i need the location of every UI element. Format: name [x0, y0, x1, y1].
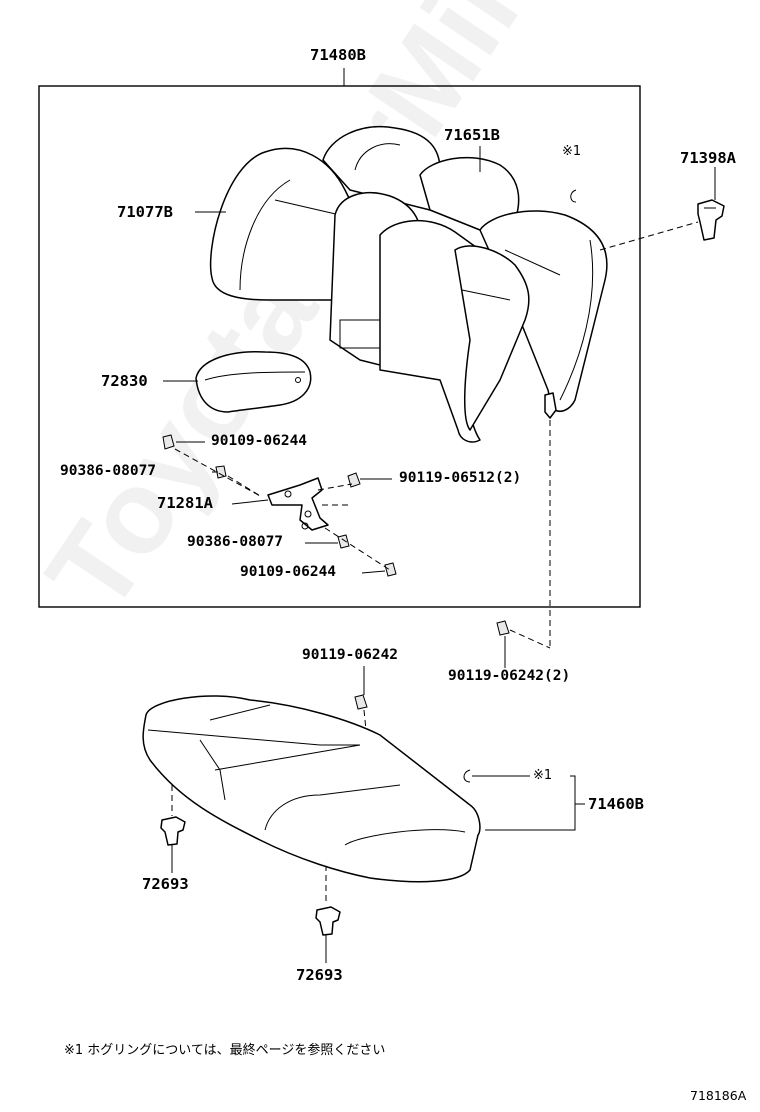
label-nut-b: 90386-08077: [187, 534, 284, 550]
clip-72693-bottom-drawing: [315, 906, 341, 936]
clip-71398A-drawing: [697, 199, 725, 241]
label-note-mark-bottom: ※1: [533, 768, 553, 783]
label-bolt-a: 90109-06244: [211, 433, 308, 449]
label-cushion: 71460B: [588, 795, 644, 813]
assembly-frame: [38, 85, 641, 608]
label-bolt-c: 90109-06244: [240, 564, 337, 580]
hog-ring-top: [570, 189, 577, 203]
label-clip-71398A: 71398A: [680, 149, 736, 167]
label-assembly-back: 71480B: [310, 46, 366, 64]
clip-72693-left-drawing: [160, 816, 186, 846]
hog-ring-bottom: [463, 769, 471, 783]
label-cover-back-left: 71077B: [117, 203, 173, 221]
label-note-mark-top: ※1: [562, 144, 582, 159]
label-clip-72693-bottom: 72693: [296, 966, 343, 984]
label-cover-back-center: 71651B: [444, 126, 500, 144]
hinge-drawing: [267, 477, 329, 531]
label-hinge: 71281A: [157, 494, 213, 512]
bolt-shapes: [162, 434, 510, 710]
label-bolt-b: 90119-06512(2): [399, 470, 522, 486]
armrest-drawing: [195, 351, 312, 413]
label-bolt-e: 90119-06242: [302, 647, 399, 663]
label-nut-a: 90386-08077: [60, 463, 157, 479]
seat-cushion-drawing: [142, 695, 481, 883]
seat-back-drawing: [209, 126, 608, 443]
diagram-code: 718186A: [690, 1088, 747, 1103]
footnote: ※1 ホグリングについては、最終ページを参照ください: [64, 1043, 386, 1058]
label-clip-72693-left: 72693: [142, 875, 189, 893]
label-bolt-d: 90119-06242(2): [448, 668, 571, 684]
label-armrest: 72830: [101, 372, 148, 390]
